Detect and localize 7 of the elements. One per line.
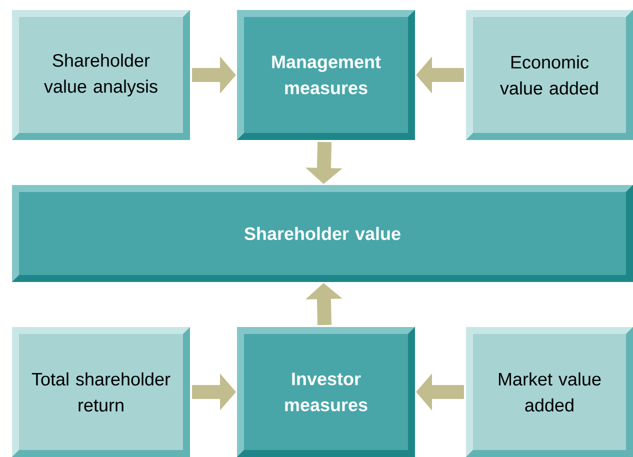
box: Total shareholder return <box>12 327 190 457</box>
highlight-box: Management measures <box>237 10 415 140</box>
highlight-box: Investor measures <box>237 327 415 457</box>
box: Market value added <box>466 327 633 457</box>
box: Economic value added <box>466 10 633 140</box>
box: Shareholder value analysis <box>12 10 190 140</box>
highlight-box: Shareholder value <box>12 185 633 282</box>
